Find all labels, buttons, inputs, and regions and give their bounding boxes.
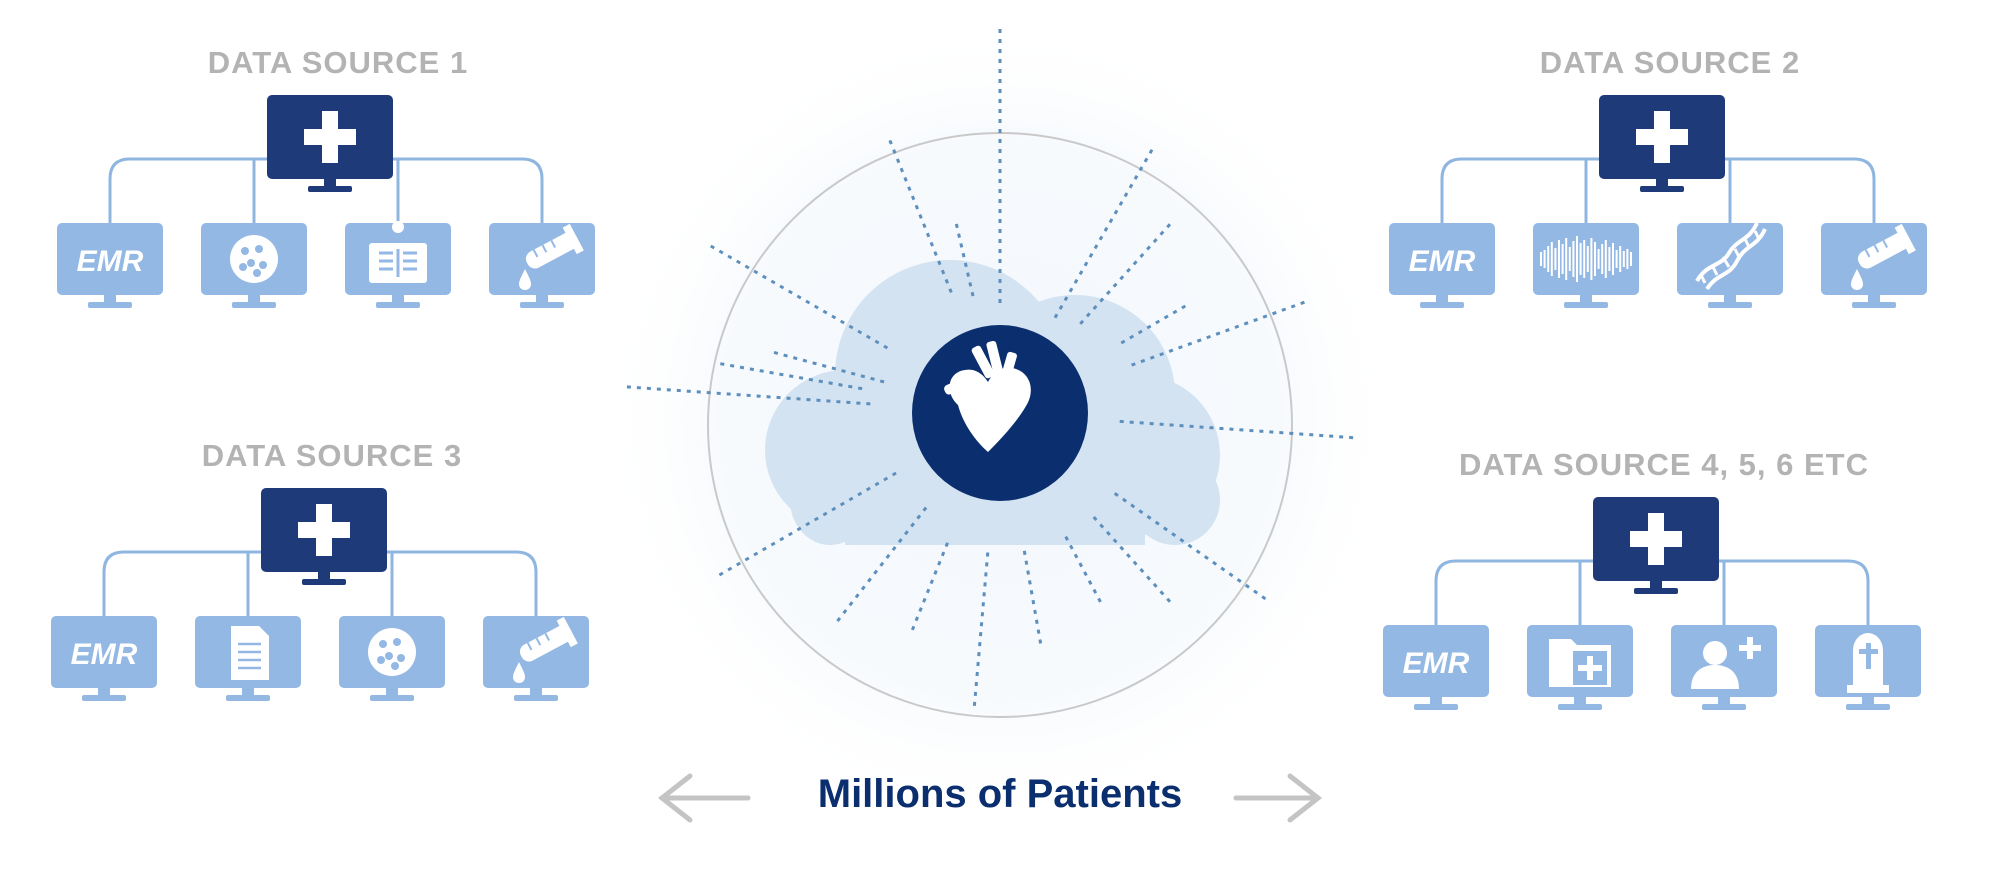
leaf-monitor (1533, 223, 1639, 308)
document-icon (231, 626, 269, 680)
emr-label-icon: EMR (71, 638, 138, 671)
data-source-group-1: DATA SOURCE 1 EMR (57, 45, 618, 345)
add-patient-icon (1691, 637, 1761, 689)
medical-cross-icon (1630, 513, 1682, 565)
leaf-monitor (345, 221, 451, 308)
emr-label-icon: EMR (1409, 245, 1476, 278)
leaf-monitor (339, 616, 445, 701)
test-tube-drop-icon (513, 616, 578, 683)
ray-line (1053, 143, 1157, 319)
leaf-monitor: EMR (51, 616, 157, 701)
footer-label: Millions of Patients (817, 772, 1183, 816)
emr-label-icon: EMR (1403, 647, 1470, 680)
group-title: DATA SOURCE 3 (201, 438, 463, 473)
ray-line (767, 349, 885, 384)
petri-dish-icon (230, 235, 278, 283)
group-title: DATA SOURCE 4, 5, 6 ETC (1459, 447, 1869, 482)
leaf-monitor (201, 223, 307, 308)
waveform-icon (1540, 236, 1632, 282)
petri-dish-icon (368, 628, 416, 676)
emr-label: EMR (1403, 647, 1470, 680)
arrow-left-icon (657, 773, 751, 823)
emr-label: EMR (71, 638, 138, 671)
data-source-group-3: DATA SOURCE 3 EMR (51, 438, 612, 738)
test-tube-drop-icon (519, 223, 584, 290)
leaf-monitor: EMR (1389, 223, 1495, 308)
group-title: DATA SOURCE 1 (207, 45, 469, 80)
source-tree: EMR (51, 488, 589, 701)
emr-label: EMR (77, 245, 144, 278)
hub-monitor (267, 95, 393, 192)
gravestone-icon (1847, 633, 1889, 693)
ray-line (1079, 218, 1176, 325)
ray-line (620, 384, 871, 406)
leaf-monitor (1671, 625, 1777, 710)
ray-line (908, 542, 949, 637)
data-source-group-2: DATA SOURCE 2 EMR (1389, 45, 1950, 345)
medical-folder-icon (1549, 639, 1611, 687)
dna-helix-icon (1695, 222, 1767, 291)
ray-line (1120, 301, 1192, 345)
ray-line (1113, 492, 1272, 604)
radiating-lines (620, 23, 1360, 712)
ray-line (1092, 516, 1176, 608)
leaf-monitor (1677, 222, 1783, 308)
arrow-right-icon (1233, 773, 1323, 823)
leaf-monitor (483, 616, 589, 701)
heart-icon (944, 340, 1031, 452)
source-tree: EMR (1389, 95, 1927, 308)
leaf-monitor (1527, 625, 1633, 710)
leaf-monitor (489, 223, 595, 308)
test-tube-drop-icon (1851, 223, 1916, 290)
leaf-monitor (1815, 625, 1921, 710)
ray-line (1022, 550, 1044, 650)
hub-monitor (1593, 497, 1719, 594)
ray-line (972, 552, 990, 712)
group-title: DATA SOURCE 2 (1539, 45, 1801, 80)
medical-cross-icon (298, 504, 350, 556)
hub-monitor (1599, 95, 1725, 192)
emr-label: EMR (1409, 245, 1476, 278)
ray-line (1131, 298, 1311, 367)
ray-line (1064, 535, 1105, 608)
source-tree: EMR (1383, 497, 1921, 710)
leaf-monitor (195, 616, 301, 701)
leaf-monitor: EMR (1383, 625, 1489, 710)
leaf-monitor: EMR (57, 223, 163, 308)
medical-cross-icon (1636, 111, 1688, 163)
leaf-monitor (1821, 223, 1927, 308)
ray-line (1119, 419, 1360, 440)
data-source-group-4: DATA SOURCE 4, 5, 6 ETC EMR (1383, 447, 1944, 747)
source-tree: EMR (57, 95, 595, 308)
medical-cross-icon (304, 111, 356, 163)
ray-line (886, 134, 953, 294)
ray-line (953, 217, 975, 297)
hub-monitor (261, 488, 387, 585)
xray-viewer-icon (369, 221, 427, 283)
emr-label-icon: EMR (77, 245, 144, 278)
